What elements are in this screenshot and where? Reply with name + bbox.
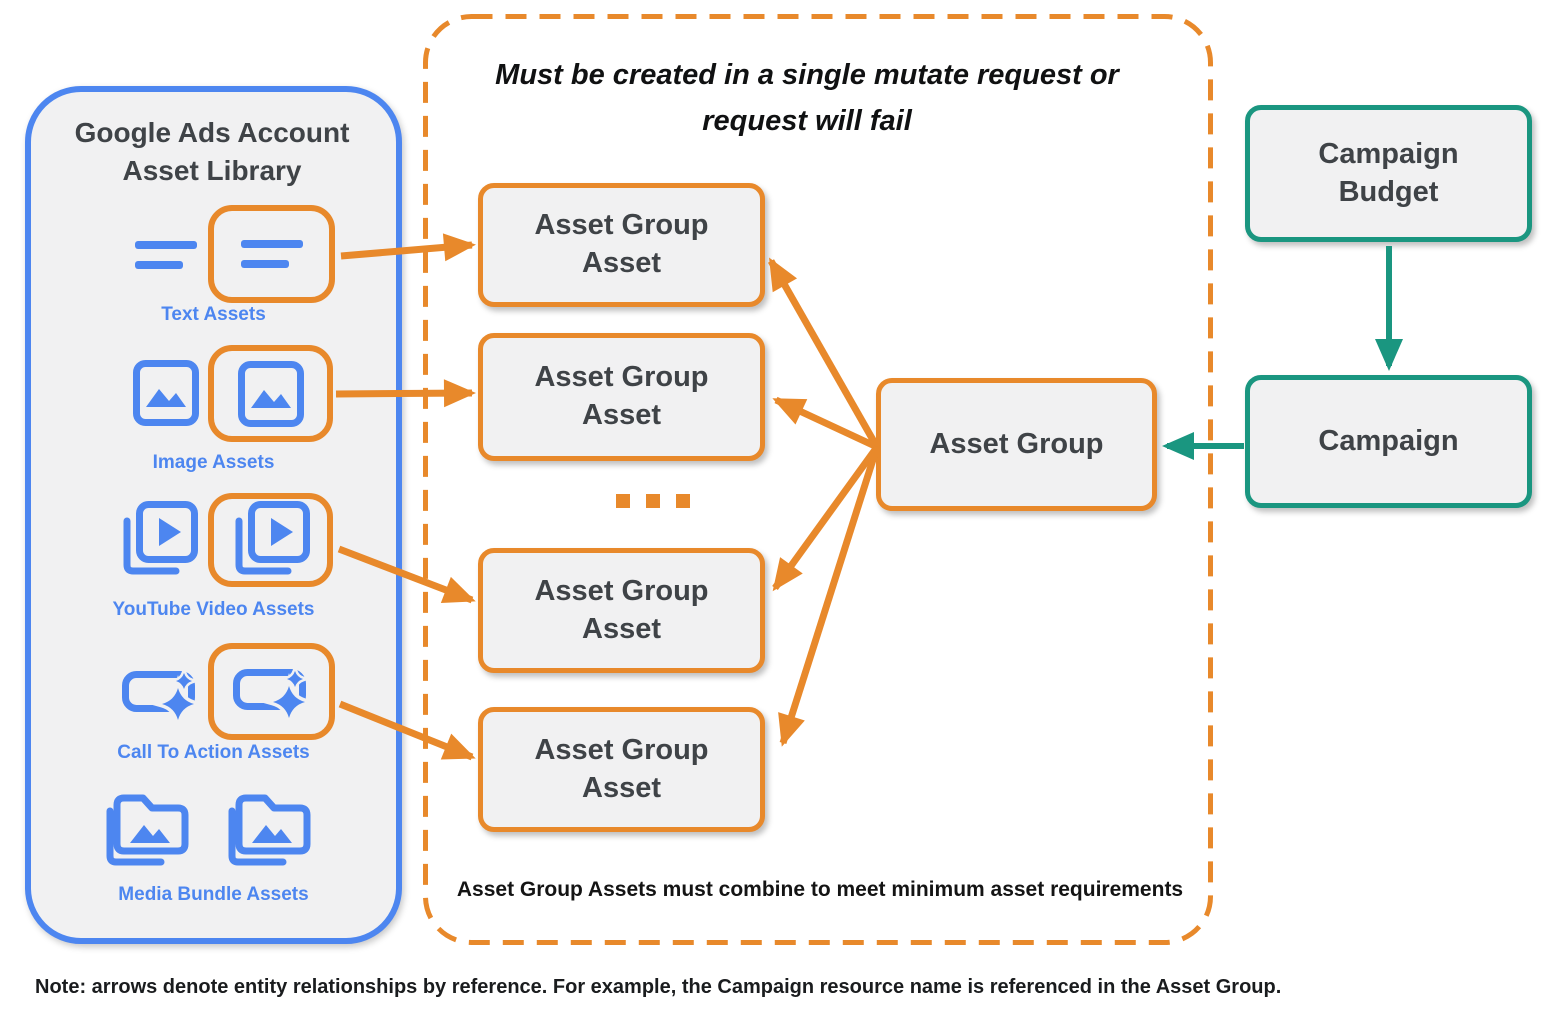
asset-group-asset-label: Asset Group Asset <box>534 361 709 431</box>
asset-group-asset-label: Asset Group Asset <box>534 574 709 645</box>
campaign-box: Campaign <box>1245 375 1532 508</box>
ellipsis-dot <box>676 494 690 508</box>
call-to-action-asset-icon <box>232 663 311 720</box>
library-item-label-youtube-assets: YouTube Video Assets <box>112 599 315 620</box>
library-item-label-image-assets: Image Assets <box>152 452 275 473</box>
diagram-note: Note: arrows denote entity relationships… <box>35 976 1282 998</box>
asset-group-label: Asset Group <box>929 427 1104 460</box>
asset-library-title: Google Ads Account Asset Library <box>74 117 350 186</box>
arrow-asset-group-to-asset-group-asset-1 <box>767 257 881 449</box>
arrow-asset-group-to-asset-group-asset-3 <box>772 444 880 592</box>
media-bundle-asset-icon <box>106 794 189 866</box>
selected-youtube-asset-ring <box>208 493 333 587</box>
library-item-label-media-bundle-assets: Media Bundle Assets <box>118 884 309 905</box>
asset-group-asset-label: Asset Group Asset <box>534 733 709 804</box>
image-asset-icon <box>237 360 304 427</box>
campaign-label: Campaign <box>1318 424 1459 457</box>
library-item-label-cta-assets: Call To Action Assets <box>117 742 310 763</box>
library-item-label-text-assets: Text Assets <box>161 304 266 325</box>
call-to-action-asset-icon <box>122 666 200 722</box>
ellipsis-dot <box>616 494 630 508</box>
youtube-video-asset-icon <box>235 501 310 575</box>
image-asset-icon <box>133 360 199 426</box>
asset-group-asset-box-2: Asset Group Asset <box>478 333 765 461</box>
arrow-asset-group-to-asset-group-asset-4 <box>778 445 881 747</box>
asset-group-asset-box-3: Asset Group Asset <box>478 548 765 673</box>
arrow-asset-group-to-asset-group-asset-2 <box>772 396 879 451</box>
ellipsis-dot <box>646 494 660 508</box>
asset-group-asset-box-1: Asset Group Asset <box>478 183 765 307</box>
selected-text-asset-ring <box>208 205 335 303</box>
asset-group-asset-label: Asset Group Asset <box>534 209 709 279</box>
campaign-budget-label: Campaign Budget <box>1318 137 1459 208</box>
asset-group-asset-box-4: Asset Group Asset <box>478 707 765 832</box>
mutate-panel-footnote: Asset Group Assets must combine to meet … <box>456 878 1184 901</box>
selected-cta-asset-ring <box>208 643 335 740</box>
mutate-panel-title: Must be created in a single mutate reque… <box>495 59 1119 138</box>
media-bundle-asset-icon <box>228 794 311 866</box>
text-lines-icon <box>240 240 303 268</box>
youtube-video-asset-icon <box>123 501 198 575</box>
text-lines-icon <box>135 241 197 269</box>
asset-group-box: Asset Group <box>876 378 1157 511</box>
ellipsis-dots <box>616 494 690 508</box>
campaign-budget-box: Campaign Budget <box>1245 105 1532 242</box>
selected-image-asset-ring <box>208 345 333 442</box>
